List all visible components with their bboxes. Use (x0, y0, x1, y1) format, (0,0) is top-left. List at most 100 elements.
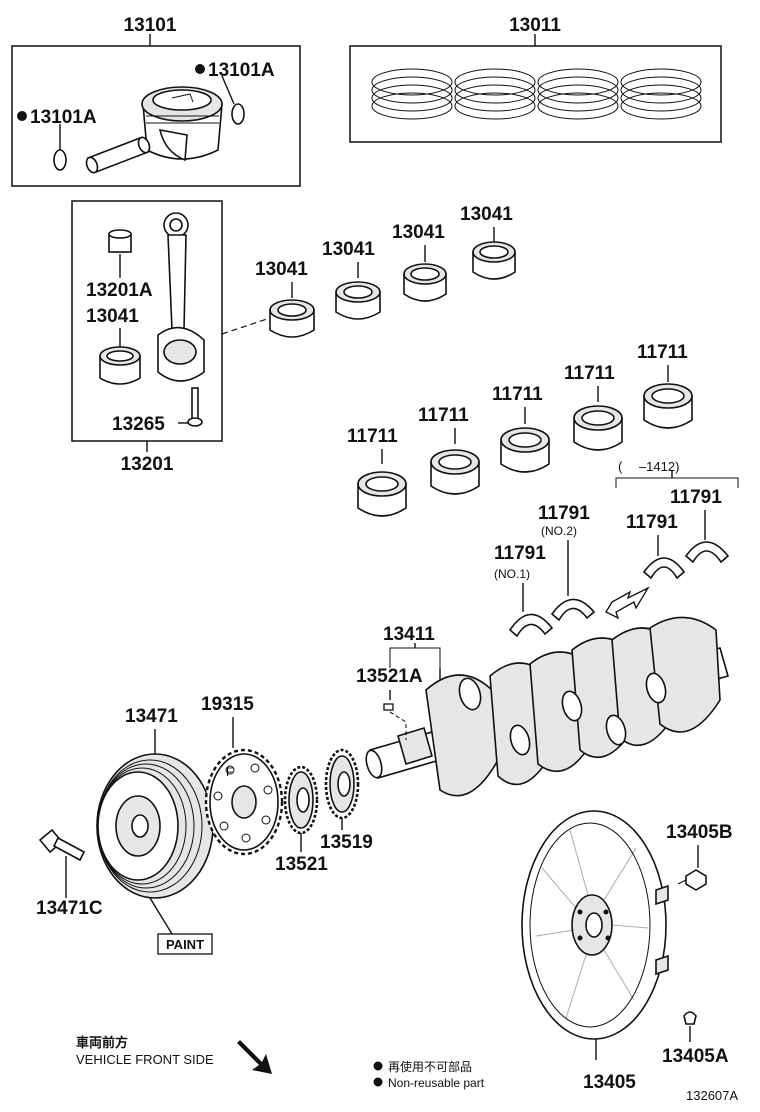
conrod-group: 13201 13201A 13041 13265 (71, 200, 223, 475)
label-11711-5[interactable]: 11711 (637, 342, 688, 363)
nonreuse-dot-right (195, 64, 205, 74)
ring-set-box (349, 45, 722, 143)
figure-id: 132607A (686, 1088, 738, 1103)
conrod-bolt[interactable] (187, 387, 203, 427)
main-bearing-5[interactable] (643, 383, 693, 429)
nonreuse-dot-left (17, 111, 27, 121)
crankshaft-group: 13411 13521A (356, 616, 729, 797)
legend: 車両前方 VEHICLE FRONT SIDE 再使用不可部品 Non-reus… (76, 1035, 738, 1103)
label-13265[interactable]: 13265 (112, 414, 165, 435)
conrod-bushing[interactable] (108, 229, 132, 253)
label-11791-3[interactable]: 11791 (626, 512, 678, 533)
label-13405A[interactable]: 13405A (662, 1046, 729, 1067)
piston-box (11, 45, 301, 187)
crankshaft-gear[interactable] (324, 748, 360, 820)
label-11711-3[interactable]: 11711 (492, 384, 543, 405)
label-19315[interactable]: 19315 (201, 694, 254, 715)
label-13411[interactable]: 13411 (383, 624, 435, 645)
piston-pin[interactable] (84, 136, 151, 175)
main-bearing-3[interactable] (500, 427, 550, 473)
ring-stack-4[interactable] (620, 68, 702, 120)
gear-13519-group: 13519 (320, 748, 373, 853)
date-range-note: ( –1412) (618, 459, 679, 474)
main-bearing-2[interactable] (430, 449, 480, 495)
drive-plate[interactable] (521, 810, 669, 1040)
label-11791-no1[interactable]: 11791 (494, 543, 546, 564)
nonreuse-jp: 再使用不可部品 (388, 1059, 472, 1074)
connecting-rod[interactable] (157, 212, 205, 382)
main-bearings: 11711 11711 11711 11711 11711 (347, 342, 693, 517)
paint-note: PAINT (166, 937, 204, 952)
flywheel-group: 13405 13405B 13405A (521, 810, 733, 1093)
install-direction-arrow (605, 586, 650, 620)
sensor-plate-F-mark: F (226, 765, 233, 779)
label-13471C[interactable]: 13471C (36, 898, 103, 919)
main-bearing-4[interactable] (573, 405, 623, 451)
crankshaft-key[interactable] (383, 703, 394, 711)
front-side-jp: 車両前方 (76, 1035, 128, 1050)
label-13101A-right[interactable]: 13101A (208, 60, 275, 81)
label-13041-box[interactable]: 13041 (86, 306, 139, 327)
crank-position-sensor-plate[interactable]: F (204, 748, 284, 856)
legend-dot-jp (373, 1061, 383, 1071)
nonreuse-en: Non-reusable part (388, 1076, 485, 1090)
crankshaft-timing-sprocket[interactable] (283, 765, 319, 835)
label-13405B[interactable]: 13405B (666, 822, 733, 843)
thrust-washer-no2[interactable] (550, 598, 596, 622)
ring-stack-3[interactable] (537, 68, 619, 120)
label-13011[interactable]: 13011 (509, 15, 561, 36)
label-11711-2[interactable]: 11711 (418, 405, 469, 426)
label-13521A[interactable]: 13521A (356, 666, 423, 687)
label-13041-4[interactable]: 13041 (460, 204, 513, 225)
label-13041-3[interactable]: 13041 (392, 222, 445, 243)
legend-dot-en (373, 1077, 383, 1087)
thrust-washers: ( –1412) 11791 (NO.2) 11791 (NO.1) 11791… (494, 459, 739, 638)
thrust-washer-4[interactable] (684, 541, 730, 564)
conrod-bearing-3[interactable] (403, 263, 447, 302)
pulley-group: 13471 PAINT 13471C (36, 706, 214, 955)
label-13041-2[interactable]: 13041 (322, 239, 375, 260)
dashed-connector (221, 317, 271, 335)
snap-ring-left[interactable] (53, 149, 67, 171)
drive-plate-pin[interactable] (683, 1011, 697, 1025)
no1-note: (NO.1) (494, 567, 530, 581)
sensor-plate-group: 19315 F (201, 694, 284, 856)
paint-box (157, 933, 213, 955)
snap-ring-right[interactable] (231, 103, 245, 125)
thrust-washer-no1[interactable] (508, 613, 554, 638)
piston-ring-set: 13011 (349, 15, 722, 143)
label-13101[interactable]: 13101 (124, 15, 177, 36)
conrod-bearing-2[interactable] (335, 281, 381, 320)
label-13201A[interactable]: 13201A (86, 280, 153, 301)
conrod-bearing-in-box[interactable] (99, 346, 141, 385)
label-13519[interactable]: 13519 (320, 832, 373, 853)
label-11791-4[interactable]: 11791 (670, 487, 722, 508)
label-13471[interactable]: 13471 (125, 706, 178, 727)
no2-note: (NO.2) (541, 524, 577, 538)
label-13521[interactable]: 13521 (275, 854, 328, 875)
label-13201[interactable]: 13201 (121, 454, 174, 475)
drive-plate-bolt[interactable] (677, 869, 707, 891)
label-11711-4[interactable]: 11711 (564, 363, 615, 384)
main-bearing-1[interactable] (357, 471, 407, 517)
piston-group: 13101 13101A 13101A (11, 15, 301, 187)
conrod-bearing-4[interactable] (472, 241, 516, 280)
label-11791-no2[interactable]: 11791 (538, 503, 590, 524)
crank-sprocket-group: 13521 (275, 765, 328, 875)
front-side-en: VEHICLE FRONT SIDE (76, 1052, 214, 1067)
crankshaft-pulley[interactable] (96, 753, 214, 899)
conrod-bearing-1[interactable] (269, 299, 315, 338)
label-13405[interactable]: 13405 (583, 1072, 636, 1093)
conrod-bearings: 13041 13041 13041 13041 (255, 204, 516, 338)
crankshaft[interactable] (363, 616, 729, 797)
piston[interactable] (141, 86, 223, 162)
front-direction-arrow (237, 1040, 272, 1074)
label-13041-1[interactable]: 13041 (255, 259, 308, 280)
ring-stack-2[interactable] (454, 68, 536, 120)
label-13101A-left[interactable]: 13101A (30, 107, 97, 128)
ring-stack-1[interactable] (371, 68, 453, 120)
label-11711-1[interactable]: 11711 (347, 426, 398, 447)
pulley-bolt[interactable] (38, 828, 86, 862)
thrust-washer-3[interactable] (642, 557, 686, 580)
